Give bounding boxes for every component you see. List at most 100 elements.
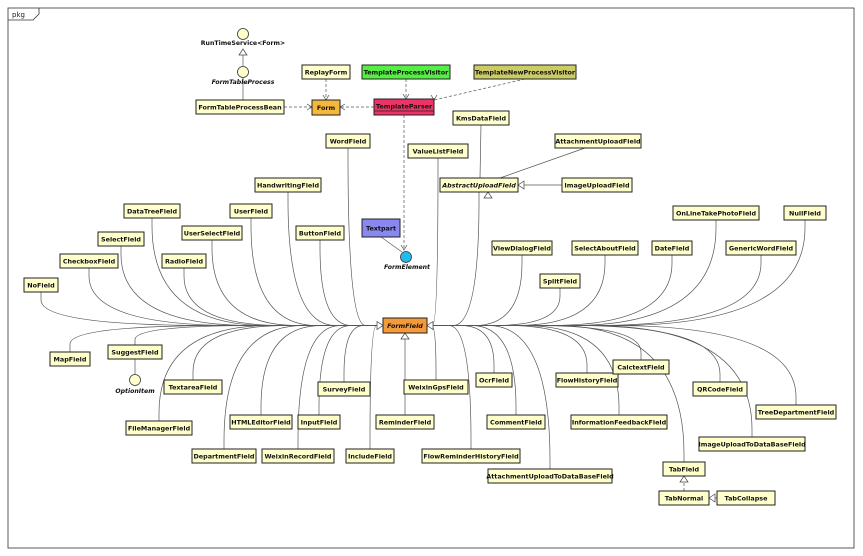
handwriting-field-class: HandwritingField — [254, 177, 322, 193]
department-field-class: DepartmentField — [191, 448, 257, 464]
template-new-process-visitor-class: TemplateNewProcessVisitor — [473, 64, 577, 80]
file-manager-field-box — [125, 420, 193, 436]
no-field-class: NoField — [23, 277, 59, 293]
inherit-edge-abstract — [427, 192, 480, 326]
option-item-label: OptionItem — [115, 387, 155, 395]
parser-element-arrow — [400, 244, 408, 251]
button-field-box — [295, 225, 345, 241]
radio-field-class: RadioField — [161, 253, 207, 269]
inherit-edge-filemanager — [158, 325, 383, 421]
comment-field-box — [486, 414, 546, 430]
tab-field-class: TabField — [662, 461, 706, 477]
inherit-edge-word — [347, 148, 383, 326]
form-field-class: FormField — [382, 317, 428, 334]
attachment-upload-field-label: AttachmentUploadField — [555, 137, 641, 145]
qrcode-field-label: QRCodeField — [697, 385, 743, 393]
select-about-field-label: SelectAboutField — [574, 244, 636, 252]
input-field-box — [297, 414, 341, 430]
inherit-edge-attachtodb — [427, 325, 551, 469]
attachment-upload-field-box — [554, 133, 642, 149]
calctext-field-box — [612, 359, 670, 375]
radio-field-label: RadioField — [165, 257, 203, 265]
labels-layer: RunTimeService<Form> FormTableProcess Fo… — [115, 40, 431, 395]
inherit-edge-flowreminder — [427, 325, 472, 449]
ocr-field-class: OcrField — [475, 372, 513, 388]
flow-reminder-history-field-class: FlowReminderHistoryField — [421, 448, 521, 464]
form-table-process-interface-icon — [237, 66, 249, 78]
kms-data-field-box — [452, 110, 510, 126]
inherit-edge-treedepartment — [427, 325, 797, 405]
template-process-visitor-label: TemplateProcessVisitor — [364, 68, 449, 76]
runtime-service-arrow — [238, 48, 248, 56]
value-list-field-box — [407, 143, 469, 159]
weixin-gps-field-label: WeixinGpsField — [408, 383, 464, 391]
tabnormal-arrow — [708, 493, 716, 503]
word-field-label: WordField — [330, 137, 367, 145]
replay-form-class: ReplayForm — [301, 64, 351, 80]
package-tab — [8, 8, 40, 21]
inherit-edge-imagetodb — [427, 325, 753, 437]
information-feedback-field-label: InformationFeedbackField — [572, 418, 667, 426]
view-dialog-field-box — [491, 240, 553, 256]
survey-field-class: SurveyField — [317, 381, 371, 397]
tab-collapse-box — [716, 490, 776, 506]
htmleditor-field-label: HTMLEditorField — [231, 418, 291, 426]
template-parser-class: TemplateParser — [373, 98, 435, 116]
kms-data-field-class: KmsDataField — [452, 110, 510, 126]
input-field-class: InputField — [297, 414, 341, 430]
include-field-label: IncludeField — [348, 452, 392, 460]
tree-department-field-label: TreeDepartmentField — [758, 408, 835, 416]
information-feedback-field-class: InformationFeedbackField — [570, 414, 668, 430]
tree-department-field-box — [755, 404, 837, 420]
form-element-label: FormElement — [384, 263, 431, 271]
textpart-label: Textpart — [366, 224, 396, 232]
generic-word-field-label: GenericWordField — [729, 244, 794, 252]
split-field-class: SplitField — [539, 273, 581, 289]
inherit-edge-survey — [343, 325, 383, 382]
htmleditor-field-box — [229, 414, 293, 430]
on-line-take-photo-field-class: OnLineTakePhotoField — [672, 205, 760, 221]
data-tree-field-class: DataTreeField — [123, 203, 181, 219]
file-manager-field-class: FileManagerField — [125, 420, 193, 436]
replay-form-label: ReplayForm — [305, 68, 348, 76]
inherit-edge-suggest — [134, 325, 383, 345]
user-field-label: UserField — [234, 207, 269, 215]
survey-field-box — [317, 381, 371, 397]
tab-collapse-class: TabCollapse — [716, 490, 776, 506]
textarea-field-label: TextareaField — [169, 383, 218, 391]
inherit-edge-flowhistory — [427, 325, 588, 373]
template-process-visitor-class: TemplateProcessVisitor — [361, 64, 451, 80]
inherit-edge-checkbox — [88, 268, 383, 326]
no-field-label: NoField — [27, 281, 55, 289]
checkbox-field-box — [59, 253, 119, 269]
date-field-box — [651, 240, 693, 256]
image-upload-to-data-base-field-class: ImageUploadToDataBaseField — [698, 436, 806, 452]
map-field-box — [49, 351, 91, 367]
generic-word-field-box — [725, 240, 797, 256]
inherit-edge-split — [427, 288, 561, 326]
include-field-class: IncludeField — [345, 448, 395, 464]
handwriting-field-label: HandwritingField — [257, 181, 319, 189]
word-field-box — [325, 133, 371, 149]
select-field-label: SelectField — [101, 235, 141, 243]
form-label: Form — [317, 104, 336, 112]
form-table-process-bean-label: FormTableProcessBean — [198, 103, 282, 111]
date-field-label: DateField — [655, 244, 690, 252]
inherit-edge-viewdialog — [427, 255, 523, 326]
form-box — [311, 99, 341, 116]
tab-field-box — [662, 461, 706, 477]
new-visitor-parser-dep — [433, 78, 526, 101]
inherit-edge-infofeedback — [427, 325, 620, 415]
inherit-edge-null — [427, 220, 806, 326]
survey-field-label: SurveyField — [323, 385, 366, 393]
flow-reminder-history-field-label: FlowReminderHistoryField — [423, 452, 519, 460]
null-field-class: NullField — [783, 205, 827, 221]
image-upload-field-box — [561, 177, 633, 193]
attachment-upload-to-data-base-field-label: AttachmentUploadToDataBaseField — [486, 472, 614, 480]
template-new-process-visitor-label: TemplateNewProcessVisitor — [475, 68, 576, 76]
flow-history-field-label: FlowHistoryField — [557, 376, 618, 384]
select-about-field-class: SelectAboutField — [571, 240, 639, 256]
formfield-arrow-bottom — [400, 332, 410, 340]
